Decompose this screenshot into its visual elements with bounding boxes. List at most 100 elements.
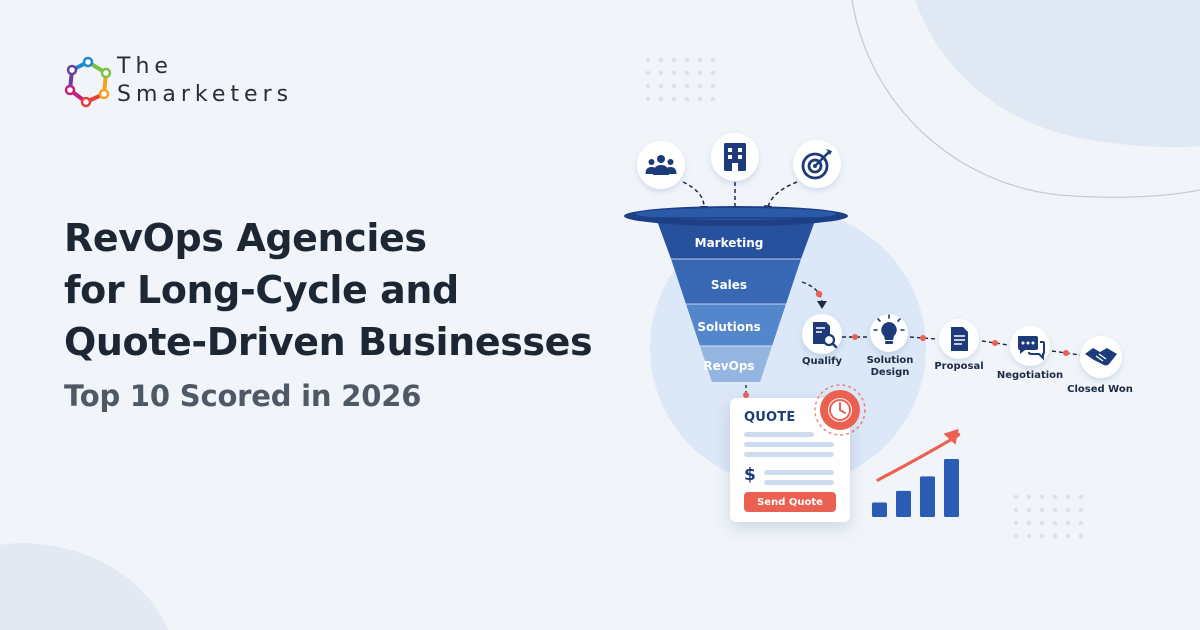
dot-grid-top [645, 57, 716, 102]
quote-line [744, 442, 834, 447]
decor-dot [710, 83, 716, 89]
decor-dot [1078, 533, 1084, 539]
funnel-input-building [711, 133, 759, 181]
quote-line [764, 480, 834, 485]
decor-dot [684, 83, 690, 89]
decor-dot [1039, 520, 1045, 526]
pipeline-stage-proposal [939, 319, 979, 359]
decor-dot [1078, 507, 1084, 513]
logo-mark-icon [64, 56, 112, 108]
decor-dot [1013, 494, 1019, 500]
pipeline-stage-solution-design [870, 314, 908, 352]
decor-dot [645, 57, 651, 63]
target-icon [801, 149, 832, 180]
decor-dot [697, 83, 703, 89]
decor-dot [710, 57, 716, 63]
funnel-input-arrows [682, 181, 798, 210]
decor-dot [697, 57, 703, 63]
send-quote-button[interactable]: Send Quote [744, 492, 836, 512]
decor-dot [697, 96, 703, 102]
lightbulb-icon [873, 314, 905, 344]
growth-bar [872, 502, 887, 517]
brand-name-line-2: Smarketers [117, 82, 294, 107]
decor-dot [1026, 520, 1032, 526]
funnel-input-target [793, 140, 841, 188]
decor-dot [684, 57, 690, 63]
headline-line-2: for Long-Cycle and [64, 268, 459, 312]
funnel-level-sales [671, 259, 801, 304]
growth-chart [872, 428, 961, 517]
growth-bar [896, 490, 911, 517]
decor-dot [1065, 507, 1071, 513]
headline-line-1: RevOps Agencies [64, 216, 427, 260]
decor-dot [1065, 520, 1071, 526]
currency-symbol: $ [744, 465, 756, 485]
chat-icon [1018, 336, 1045, 361]
headline-block: RevOps Agencies for Long-Cycle and Quote… [64, 212, 624, 414]
decor-dot [645, 96, 651, 102]
sales-to-pipeline-connector [801, 281, 827, 309]
people-icon [645, 155, 677, 175]
curve-line-top-right [851, 0, 1200, 198]
funnel-level-marketing [656, 218, 816, 259]
decor-dot [1052, 520, 1058, 526]
decor-dot [671, 83, 677, 89]
decor-dot [658, 83, 664, 89]
decor-dot [1026, 507, 1032, 513]
decor-dot [684, 96, 690, 102]
document-icon [951, 327, 968, 351]
decor-dot [710, 96, 716, 102]
decor-dot [710, 70, 716, 76]
funnel-input-people [637, 141, 685, 189]
decor-dot [671, 96, 677, 102]
funnel-to-quote-connector [743, 385, 749, 400]
quote-title: QUOTE [744, 410, 796, 425]
pipeline-stage-negotiation [1010, 326, 1050, 366]
decor-dot [1026, 533, 1032, 539]
headline-line-3: Quote-Driven Businesses [64, 320, 593, 364]
corner-shape-bottom-left [0, 543, 168, 630]
decor-dot [1065, 533, 1071, 539]
decor-dot [658, 57, 664, 63]
decor-dot [658, 70, 664, 76]
decor-dot [1039, 494, 1045, 500]
quote-line [744, 432, 814, 437]
growth-bar [944, 459, 959, 517]
decor-dot [1052, 494, 1058, 500]
decor-dot [1013, 533, 1019, 539]
pipeline-stage-qualify [802, 314, 842, 354]
headline-subtitle: Top 10 Scored in 2026 [64, 379, 422, 413]
decor-dot [1026, 494, 1032, 500]
decor-dot [697, 70, 703, 76]
sales-funnel [624, 206, 848, 382]
dot-grid-bottom [1013, 494, 1084, 539]
growth-bar [920, 476, 935, 517]
quote-line [764, 470, 834, 475]
quote-card: QUOTE $ Send Quote [730, 398, 850, 522]
funnel-level-revops [700, 346, 772, 382]
decor-dot [1052, 533, 1058, 539]
decor-dot [1039, 507, 1045, 513]
decor-dot [1013, 507, 1019, 513]
decor-dot [1052, 507, 1058, 513]
decor-dot [1078, 520, 1084, 526]
decor-dot [1065, 494, 1071, 500]
brand-logo[interactable]: The Smarketers [64, 52, 334, 112]
decor-dot [658, 96, 664, 102]
growth-arrow-icon [876, 432, 961, 482]
pipeline-stage-closed-won [1080, 336, 1122, 378]
growth-bars [872, 459, 959, 517]
decor-dot [645, 70, 651, 76]
decor-dot [1013, 520, 1019, 526]
decor-dot [645, 83, 651, 89]
decor-dot [1078, 494, 1084, 500]
handshake-icon [1085, 348, 1117, 366]
decor-dot [671, 70, 677, 76]
funnel-level-solutions [686, 304, 786, 346]
building-icon [724, 143, 746, 171]
document-search-icon [813, 322, 838, 349]
decor-dot [671, 57, 677, 63]
pipeline-connector-dots [852, 334, 1069, 356]
